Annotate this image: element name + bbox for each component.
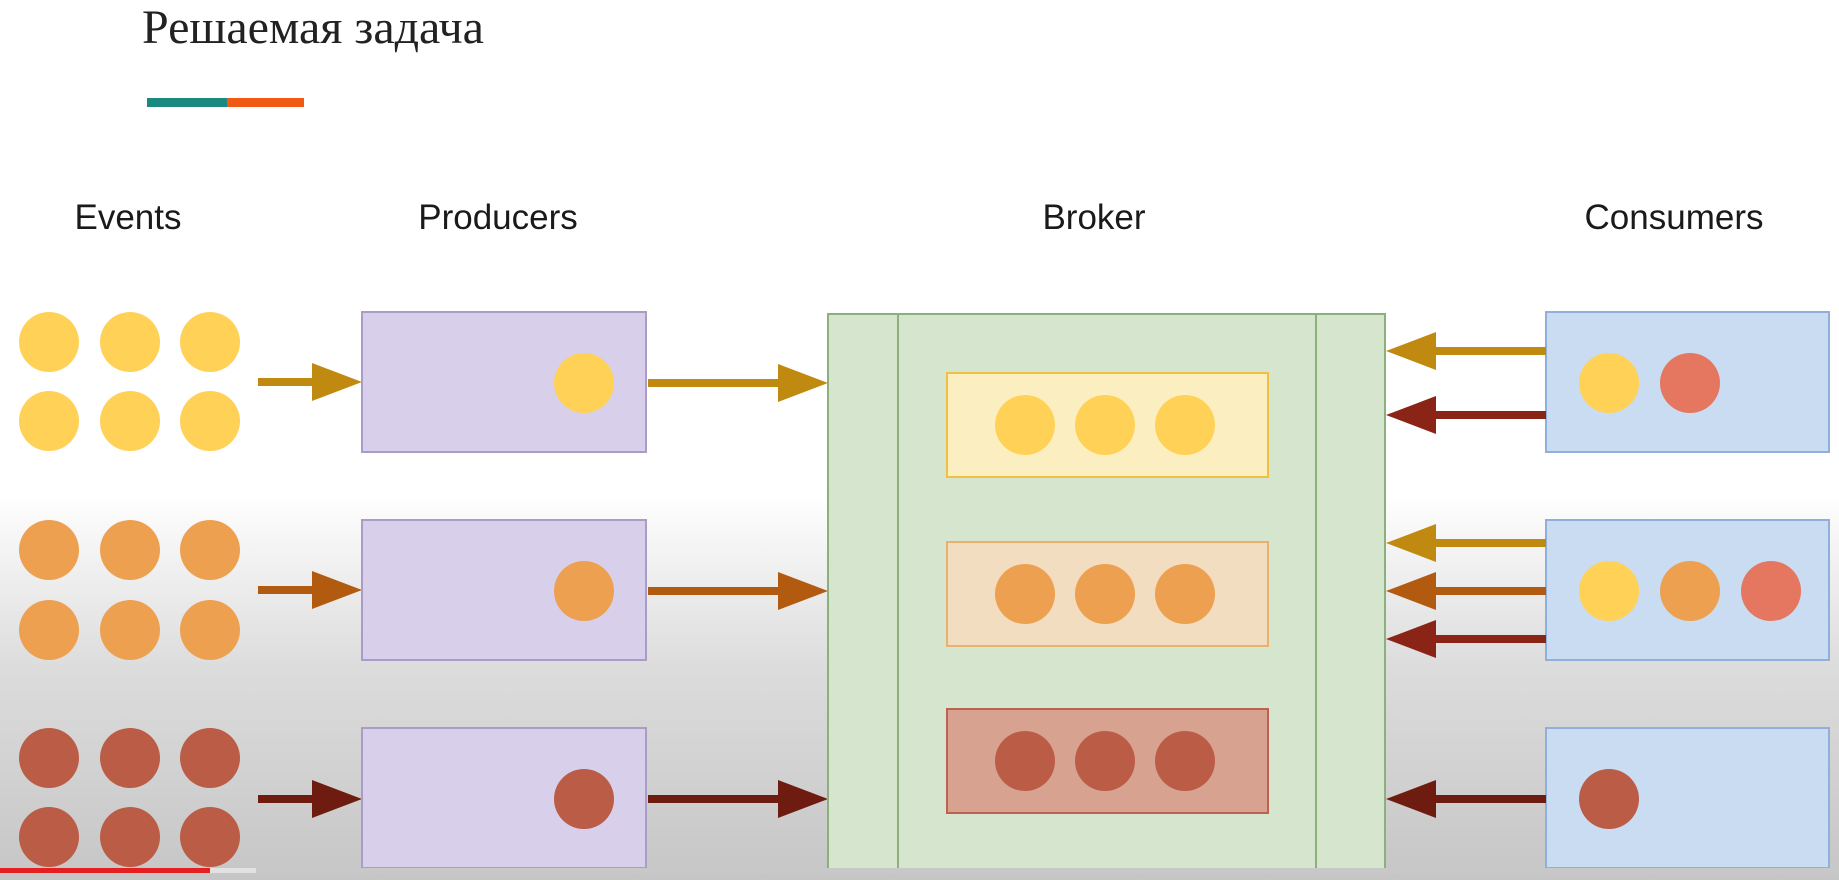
consumer-2-event-3	[1741, 561, 1801, 621]
video-progress-played	[0, 868, 210, 873]
partition-yellow-event-1	[995, 395, 1055, 455]
event-orange-1	[19, 520, 79, 580]
event-red-4	[19, 807, 79, 867]
event-yellow-3	[180, 312, 240, 372]
producers-label: Producers	[418, 198, 578, 237]
broker-to-consumer-2-arrow-2-head	[1386, 572, 1436, 610]
producer-event-yellow	[554, 353, 614, 413]
event-orange-5	[100, 600, 160, 660]
partition-yellow-event-3	[1155, 395, 1215, 455]
partition-yellow-event-2	[1075, 395, 1135, 455]
broker-to-consumer-2-arrow-1-head	[1386, 524, 1436, 562]
consumer-1-event-2	[1660, 353, 1720, 413]
slide-title: Решаемая задача	[142, 1, 484, 54]
event-red-1	[19, 728, 79, 788]
event-to-producer-arrow-3-head	[312, 780, 362, 818]
event-orange-6	[180, 600, 240, 660]
broker-to-consumer-2-arrow-3-head	[1386, 620, 1436, 658]
event-orange-4	[19, 600, 79, 660]
video-progress-track[interactable]	[0, 868, 1839, 873]
title-accent-orange	[227, 98, 304, 107]
partition-orange-event-3	[1155, 564, 1215, 624]
event-to-producer-arrow-1-head	[312, 363, 362, 401]
consumer-1-event-1	[1579, 353, 1639, 413]
broker-label: Broker	[1042, 198, 1146, 237]
event-red-2	[100, 728, 160, 788]
event-yellow-2	[100, 312, 160, 372]
event-red-6	[180, 807, 240, 867]
event-yellow-6	[180, 391, 240, 451]
partition-red-event-3	[1155, 731, 1215, 791]
consumers-label: Consumers	[1584, 198, 1764, 237]
producer-to-broker-arrow-1-head	[778, 364, 828, 402]
consumer-2-event-2	[1660, 561, 1720, 621]
broker-to-consumer-1-arrow-1-head	[1386, 332, 1436, 370]
events-label: Events	[74, 198, 182, 237]
event-yellow-5	[100, 391, 160, 451]
consumer-3-event-1	[1579, 769, 1639, 829]
broker-to-consumer-3-arrow-1-head	[1386, 780, 1436, 818]
producer-event-red	[554, 769, 614, 829]
producer-to-broker-arrow-3-head	[778, 780, 828, 818]
event-yellow-4	[19, 391, 79, 451]
partition-red-event-1	[995, 731, 1055, 791]
event-orange-2	[100, 520, 160, 580]
broker-to-consumer-1-arrow-2-head	[1386, 396, 1436, 434]
event-yellow-1	[19, 312, 79, 372]
event-to-producer-arrow-2-head	[312, 571, 362, 609]
event-red-5	[100, 807, 160, 867]
event-red-3	[180, 728, 240, 788]
partition-orange-event-1	[995, 564, 1055, 624]
consumer-2-event-1	[1579, 561, 1639, 621]
producer-to-broker-arrow-2-head	[778, 572, 828, 610]
partition-orange-event-2	[1075, 564, 1135, 624]
event-orange-3	[180, 520, 240, 580]
partition-red-event-2	[1075, 731, 1135, 791]
producer-event-orange	[554, 561, 614, 621]
title-accent-teal	[147, 98, 227, 107]
